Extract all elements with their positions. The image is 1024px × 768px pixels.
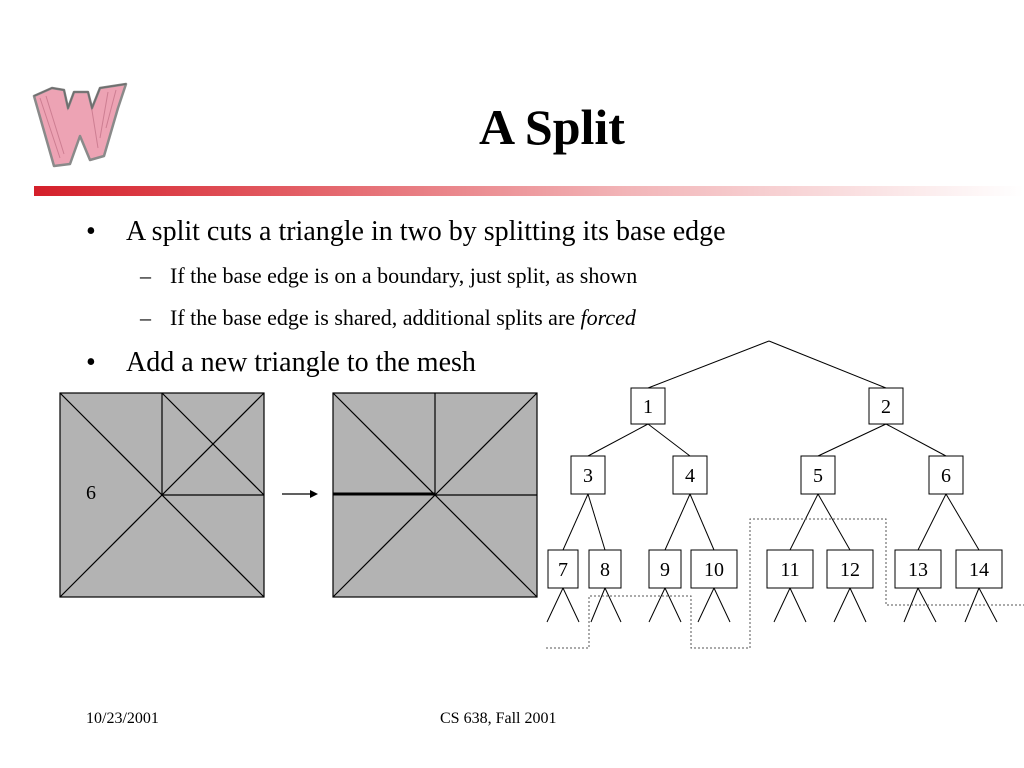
sub-bullet-item: –If the base edge is on a boundary, just… <box>140 262 637 290</box>
tree-node-label: 5 <box>813 465 823 487</box>
tree-node-label: 2 <box>881 396 891 418</box>
tree-node-label: 11 <box>780 559 799 581</box>
sub-bullet-marker: – <box>140 263 151 288</box>
bullet-text: A split cuts a triangle in two by splitt… <box>126 216 726 247</box>
slide-title: A Split <box>479 99 625 155</box>
arrow-icon <box>282 490 318 498</box>
tree-edges <box>546 340 998 623</box>
footer-date: 10/23/2001 <box>86 710 159 727</box>
bullet-item: • Add a new triangle to the mesh <box>86 346 476 380</box>
bullet-text: Add a new triangle to the mesh <box>126 347 476 378</box>
sub-bullet-text: If the base edge is on a boundary, just … <box>170 263 638 288</box>
tree-node-label: 4 <box>685 465 695 487</box>
tree-node-label: 13 <box>908 559 928 581</box>
mesh-triangle-label: 6 <box>86 482 96 504</box>
tree-node-label: 6 <box>941 465 951 487</box>
tree-node-label: 10 <box>704 559 724 581</box>
title-underline <box>34 186 1024 196</box>
sub-bullet-emphasis: forced <box>580 305 636 330</box>
tree-node-label: 14 <box>969 559 989 581</box>
bullet-marker: • <box>86 347 96 378</box>
mesh-before <box>59 392 265 598</box>
university-w-logo <box>32 82 128 168</box>
bullet-item: • A split cuts a triangle in two by split… <box>86 215 726 249</box>
sub-bullet-marker: – <box>140 305 151 330</box>
footer-course: CS 638, Fall 2001 <box>440 710 557 727</box>
tree-node-label: 12 <box>840 559 860 581</box>
sub-bullet-item: –If the base edge is shared, additional … <box>140 304 636 332</box>
bullet-marker: • <box>86 216 96 247</box>
forced-split-outline <box>546 518 1024 649</box>
tree-node-label: 8 <box>600 559 610 581</box>
tree-node-label: 7 <box>558 559 568 581</box>
sub-bullet-text: If the base edge is shared, additional s… <box>170 305 581 330</box>
tree-node-label: 3 <box>583 465 593 487</box>
tree-node-label: 1 <box>643 396 653 418</box>
tree-nodes: 1 2 3 4 5 6 7 8 9 10 11 12 13 14 <box>547 387 1003 589</box>
tree-node-label: 9 <box>660 559 670 581</box>
